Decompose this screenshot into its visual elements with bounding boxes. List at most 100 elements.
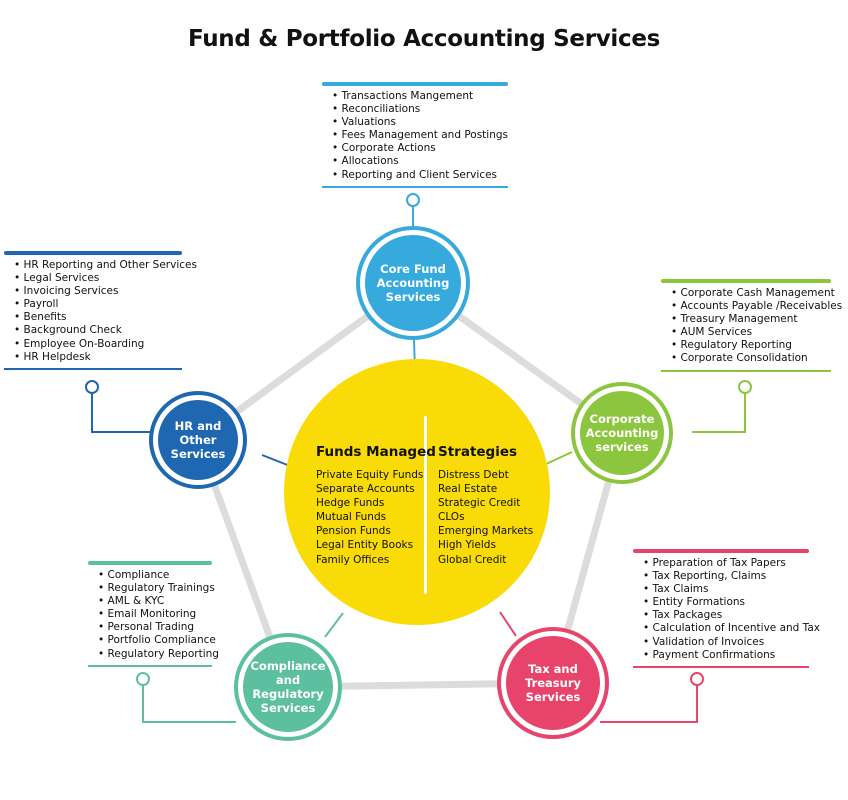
box-top-bar [322, 82, 508, 86]
fund-item: Legal Entity Books [316, 539, 414, 552]
center-divider [424, 416, 427, 594]
spoke-hr [261, 454, 291, 467]
list-item: AUM Services [671, 326, 831, 339]
list-item: Allocations [332, 155, 508, 168]
fund-item: Private Equity Funds [316, 469, 424, 481]
node-label: services [595, 440, 649, 454]
strategies-heading: Strategies [438, 444, 518, 460]
funds-managed-heading: Funds Managed [316, 444, 436, 460]
list-item: Tax Reporting, Claims [643, 570, 809, 583]
hr-services-list: HR Reporting and Other Services Legal Se… [4, 251, 197, 370]
list-item: HR Helpdesk [14, 351, 182, 364]
list-item: Portfolio Compliance [98, 634, 216, 647]
node-label: Services [260, 701, 316, 715]
list-item: Personal Trading [98, 621, 212, 634]
callout-dot-core [406, 193, 420, 207]
spoke-corporate [545, 451, 573, 465]
fund-item: Pension Funds [316, 525, 391, 538]
list-item: Corporate Actions [332, 142, 508, 155]
callout-dot-corporate [738, 380, 752, 394]
list-item: Transactions Mangement [332, 90, 508, 103]
node-label: Services [170, 447, 226, 461]
list-item: HR Reporting and Other Services [14, 259, 197, 272]
fund-item: Family Offices [316, 553, 390, 566]
fund-item: Hedge Funds [316, 497, 385, 510]
node-label: HR and Other [174, 419, 222, 447]
node-label: Compliance [250, 659, 326, 673]
box-bottom-rule [633, 665, 809, 668]
strategy-item: Distress Debt [438, 469, 509, 481]
core-services-list: Transactions Mangement Reconciliations V… [322, 82, 508, 188]
list-item: Preparation of Tax Papers [643, 557, 809, 570]
strategy-item: High Yields [438, 539, 496, 552]
spoke-tax [499, 611, 517, 637]
list-item: Regulatory Trainings [98, 582, 215, 595]
list-item: Fees Management and Postings [332, 129, 508, 142]
node-label: Accounting [585, 426, 659, 440]
callout-tax [600, 685, 698, 723]
callout-compliance [142, 685, 236, 723]
list-item: Email Monitoring [98, 608, 212, 621]
list-item: Reporting and Client Services [332, 169, 508, 182]
list-item: Calculation of Incentive and Tax [643, 622, 820, 635]
list-item: Invoicing Services [14, 285, 182, 298]
node-label: Core Fund [380, 262, 446, 276]
corporate-services-list: Corporate Cash Management Accounts Payab… [661, 279, 843, 372]
callout-corporate [692, 393, 746, 433]
strategy-item: Global Credit [438, 553, 507, 566]
node-label: Accounting [376, 276, 450, 290]
node-label: Services [385, 290, 441, 304]
strategy-item: CLOs [438, 511, 465, 524]
list-item: Regulatory Reporting [98, 648, 219, 661]
page-title: Fund & Portfolio Accounting Services [187, 26, 661, 52]
fund-item: Mutual Funds [316, 511, 387, 524]
list-item: Entity Formations [643, 596, 809, 609]
box-bottom-rule [88, 664, 212, 667]
list-item: AML & KYC [98, 595, 212, 608]
compliance-services-list: Compliance Regulatory Trainings AML & KY… [88, 561, 219, 667]
box-top-bar [633, 549, 809, 553]
callout-dot-hr [85, 380, 99, 394]
list-item: Payment Confirmations [643, 649, 809, 662]
list-item: Background Check [14, 324, 182, 337]
list-item: Reconciliations [332, 103, 508, 116]
box-bottom-rule [4, 367, 182, 370]
list-item: Valuations [332, 116, 508, 129]
fund-item: Separate Accounts [316, 483, 415, 496]
list-item: Employee On-Boarding [14, 338, 182, 351]
strategy-item: Strategic Credit [438, 497, 521, 510]
list-item: Tax Claims [643, 583, 809, 596]
strategy-item: Emerging Markets [438, 525, 534, 538]
list-item: Tax Packages [643, 609, 809, 622]
list-item: Payroll [14, 298, 182, 311]
list-item: Treasury Management [671, 313, 831, 326]
box-bottom-rule [661, 369, 831, 372]
strategy-item: Real Estate [438, 483, 498, 496]
center-circle [284, 359, 550, 625]
list-item: Validation of Invoices [643, 636, 809, 649]
box-top-bar [88, 561, 212, 565]
tax-services-list: Preparation of Tax Papers Tax Reporting,… [633, 549, 820, 668]
node-label: Tax and [528, 662, 578, 676]
box-top-bar [4, 251, 182, 255]
funds-managed-column: Funds Managed Private Equity Funds Separ… [316, 444, 436, 567]
list-item: Legal Services [14, 272, 182, 285]
spoke-compliance [324, 612, 344, 638]
node-label: Services [525, 690, 581, 704]
node-label: Corporate [589, 412, 655, 426]
node-label: and Regulatory [252, 673, 324, 701]
list-item: Benefits [14, 311, 182, 324]
list-item: Regulatory Reporting [671, 339, 831, 352]
list-item: Accounts Payable /Receivables [671, 300, 843, 313]
list-item: Compliance [98, 569, 212, 582]
callout-hr [91, 393, 150, 433]
list-item: Corporate Consolidation [671, 352, 831, 365]
box-top-bar [661, 279, 831, 283]
strategies-column: Strategies Distress Debt Real Estate Str… [438, 444, 533, 567]
